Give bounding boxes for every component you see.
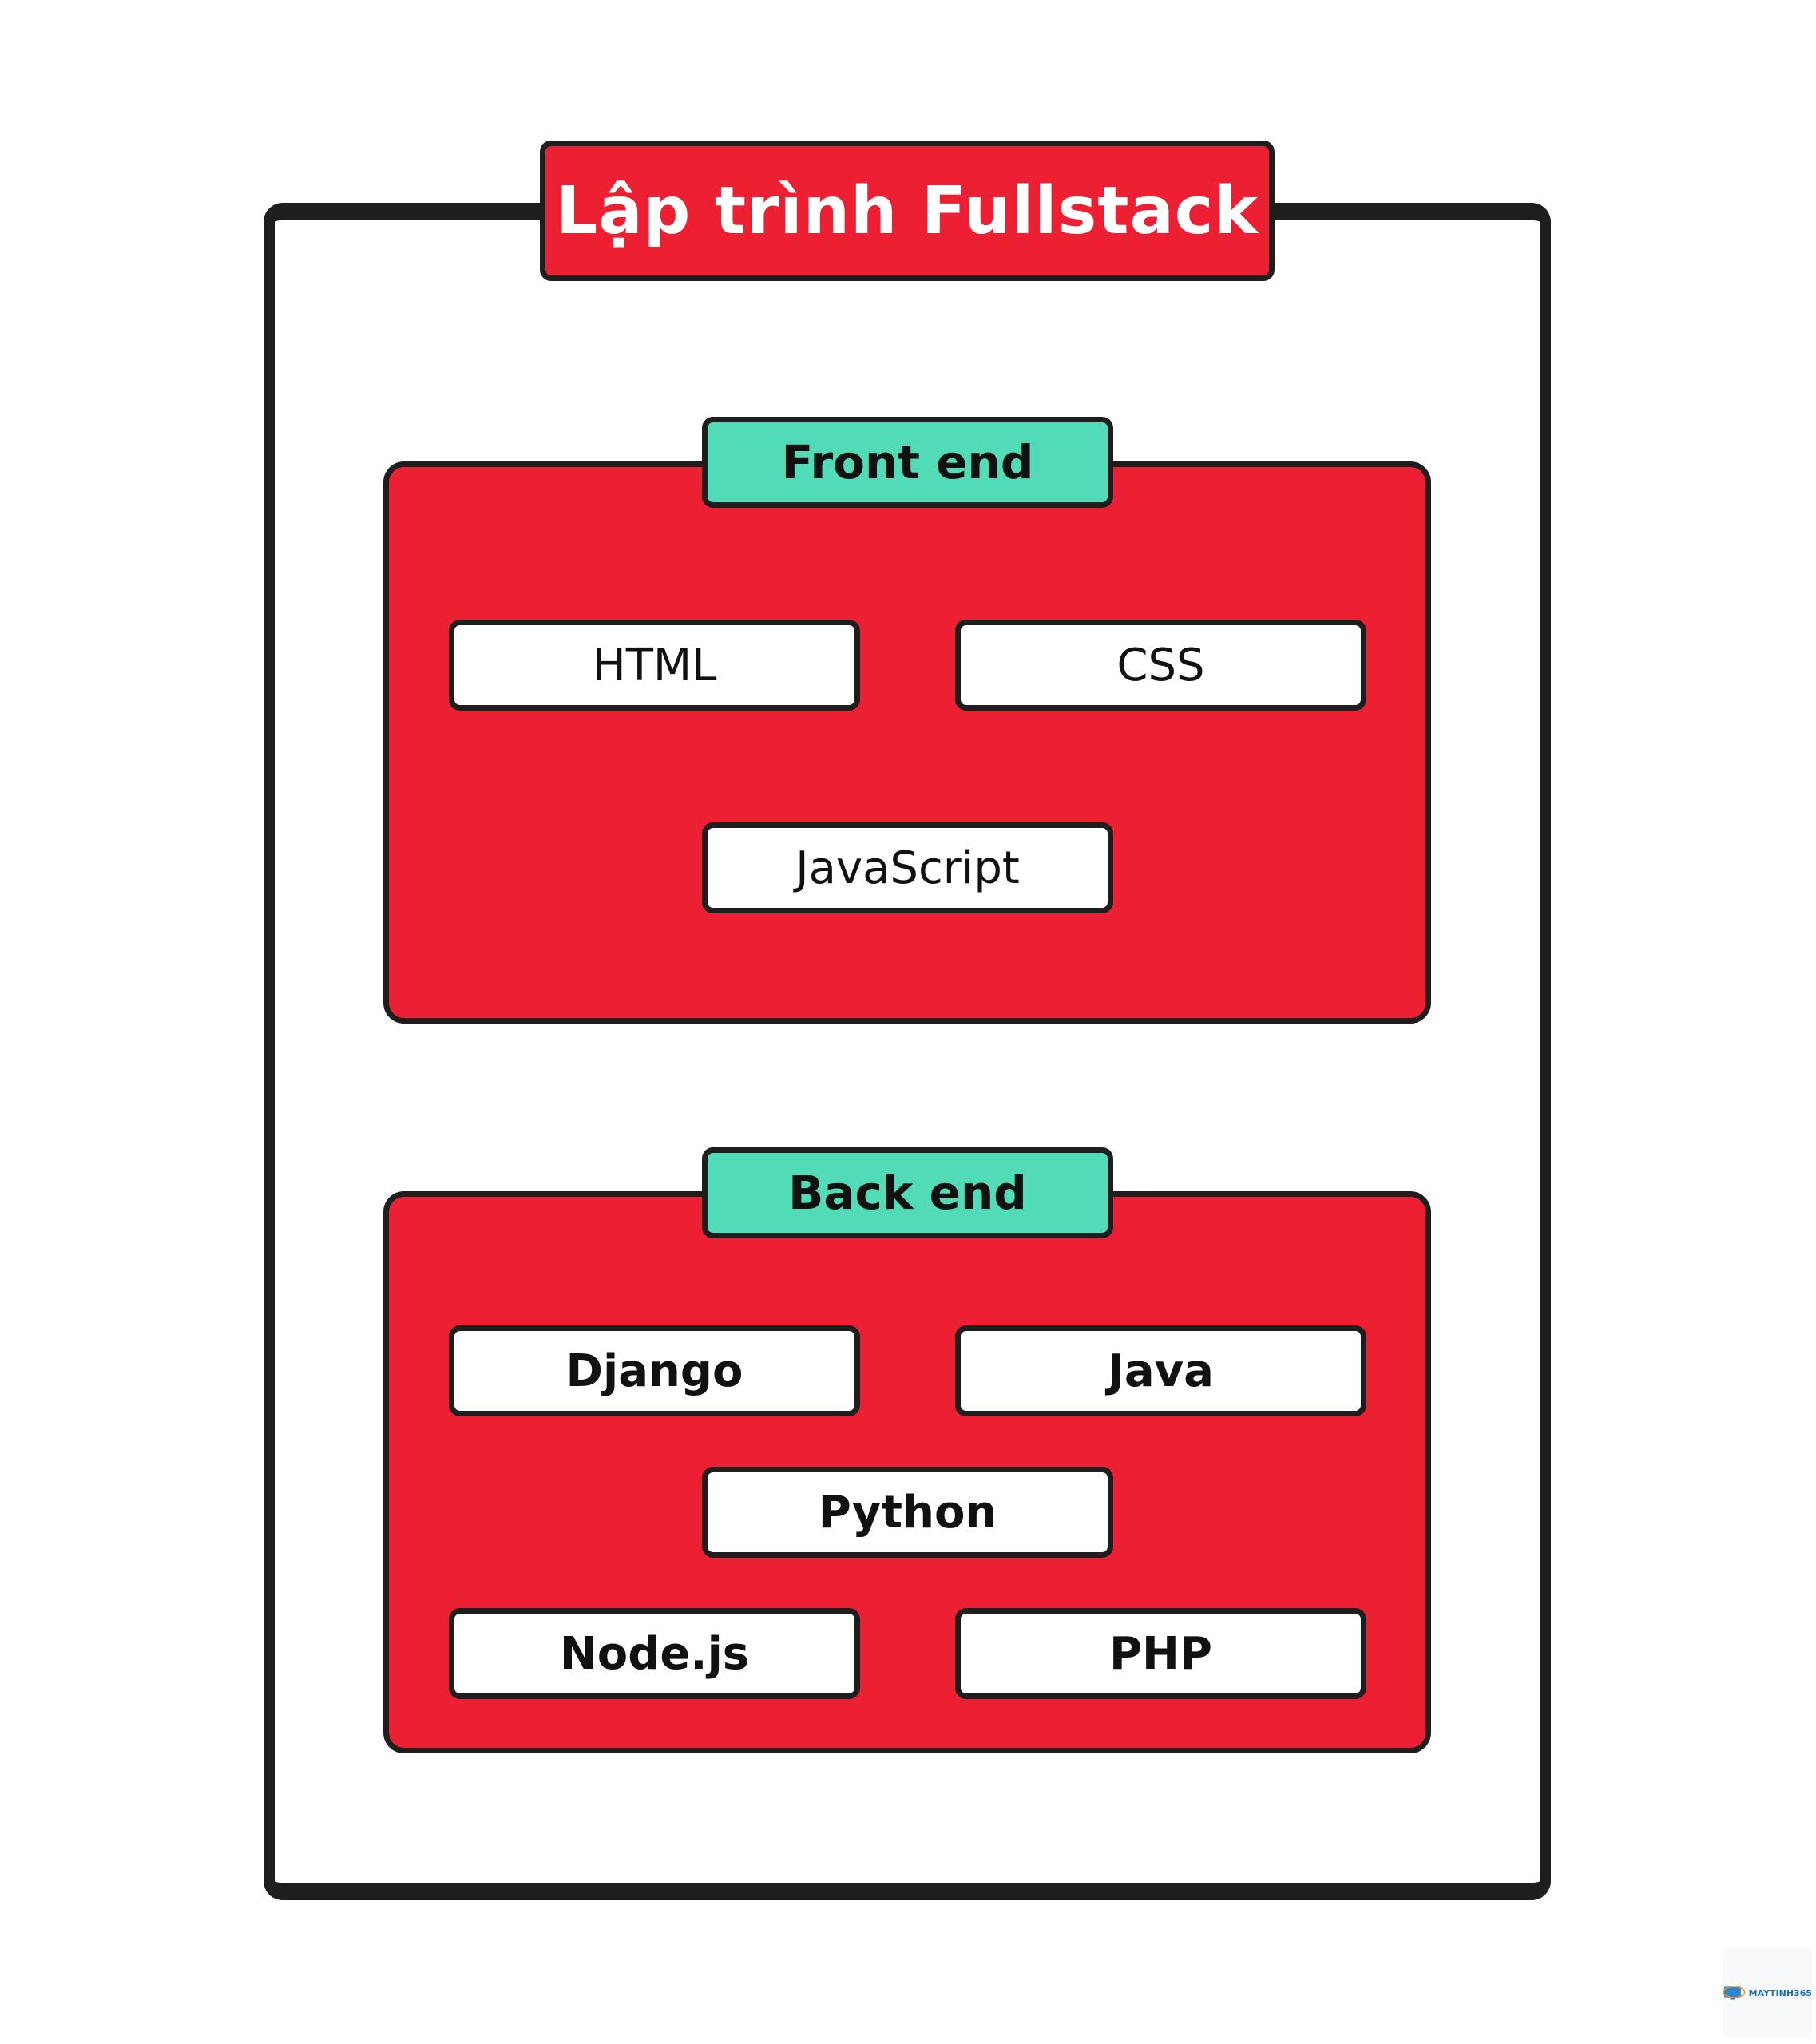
- chip-django: Django: [449, 1325, 860, 1416]
- chip-django-text: Django: [565, 1345, 743, 1397]
- back-end-label: Back end: [702, 1147, 1113, 1238]
- chip-javascript: JavaScript: [702, 822, 1113, 913]
- chip-css: CSS: [955, 620, 1366, 711]
- chip-css-text: CSS: [1116, 639, 1205, 691]
- chip-php: PHP: [955, 1608, 1366, 1699]
- chip-html: HTML: [449, 620, 860, 711]
- watermark-logo: MAYTINH365: [1723, 1948, 1812, 2038]
- back-end-label-text: Back end: [788, 1166, 1027, 1220]
- front-end-label: Front end: [702, 417, 1113, 508]
- watermark-text: MAYTINH365: [1748, 1987, 1812, 1998]
- chip-python-text: Python: [818, 1486, 997, 1539]
- front-end-panel: [383, 461, 1431, 1024]
- front-end-label-text: Front end: [781, 435, 1034, 489]
- chip-javascript-text: JavaScript: [795, 842, 1020, 894]
- chip-php-text: PHP: [1109, 1627, 1212, 1680]
- diagram-title-text: Lập trình Fullstack: [556, 172, 1259, 249]
- chip-java-text: Java: [1108, 1345, 1214, 1397]
- chip-nodejs-text: Node.js: [559, 1627, 750, 1680]
- chip-java: Java: [955, 1325, 1366, 1416]
- chip-python: Python: [702, 1467, 1113, 1558]
- diagram-title: Lập trình Fullstack: [540, 141, 1275, 281]
- chip-nodejs: Node.js: [449, 1608, 860, 1699]
- computer-icon: [1723, 1986, 1746, 2000]
- chip-html-text: HTML: [592, 639, 717, 691]
